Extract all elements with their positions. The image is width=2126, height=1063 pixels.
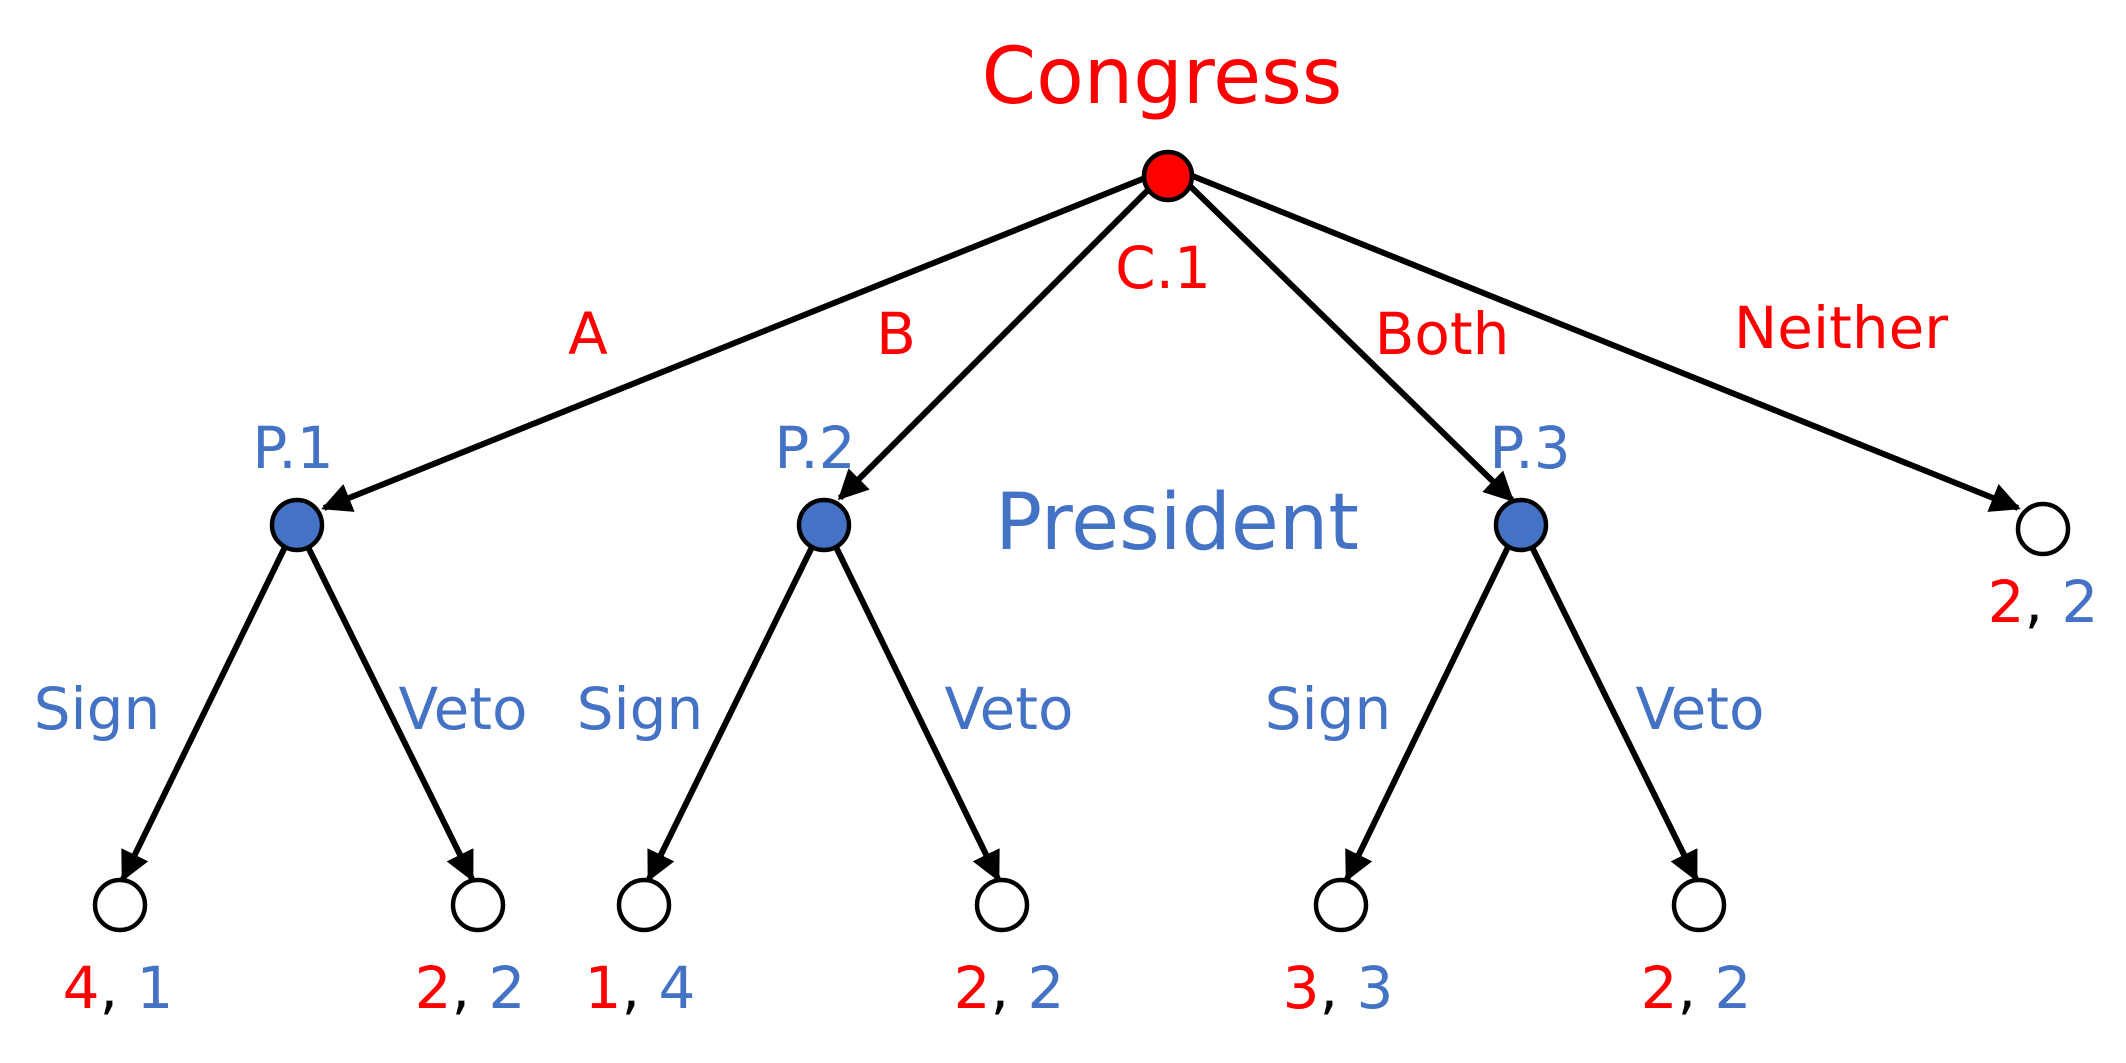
payoff-congress: 3: [1283, 954, 1320, 1022]
node-p2: [796, 497, 852, 553]
payoff-separator: ,: [2025, 568, 2062, 636]
terminal-both-sign: [1313, 877, 1369, 933]
action-label-neither: Neither: [1734, 294, 1948, 362]
payoff-congress: 2: [415, 954, 452, 1022]
edge-p3-sign: [1344, 545, 1511, 882]
payoff-president: 4: [658, 954, 695, 1022]
payoff-both-sign: 3, 3: [1283, 954, 1394, 1022]
payoff-separator: ,: [991, 954, 1028, 1022]
payoff-president: 2: [488, 954, 525, 1022]
node-label-p2: P.2: [774, 414, 855, 482]
terminal-a-sign: [92, 877, 148, 933]
payoff-congress: 4: [63, 954, 100, 1022]
edge-p2-veto: [833, 545, 1001, 882]
node-label-c1: C.1: [1115, 234, 1211, 302]
edge-c1-p3: [1187, 183, 1515, 503]
payoff-separator: ,: [100, 954, 137, 1022]
action-label-p3-veto: Veto: [1635, 675, 1764, 743]
player-label-president: President: [995, 478, 1359, 568]
payoff-president: 2: [2061, 568, 2098, 636]
payoff-congress: 2: [1988, 568, 2025, 636]
action-label-both: Both: [1375, 300, 1510, 368]
action-label-p3-sign: Sign: [1265, 675, 1392, 743]
payoff-president: 3: [1356, 954, 1393, 1022]
payoff-neither: 2, 2: [1988, 568, 2099, 636]
node-c1: [1141, 149, 1195, 203]
payoff-president: 2: [1027, 954, 1064, 1022]
payoff-congress: 2: [1641, 954, 1678, 1022]
node-p1: [269, 497, 325, 553]
edge-c1-p2: [837, 185, 1153, 501]
action-label-b: B: [876, 300, 916, 368]
payoff-a-veto: 2, 2: [415, 954, 526, 1022]
payoff-b-veto: 2, 2: [954, 954, 1065, 1022]
payoff-congress: 2: [954, 954, 991, 1022]
terminal-a-veto: [450, 877, 506, 933]
action-label-a: A: [568, 300, 608, 368]
edge-p1-sign: [120, 545, 288, 882]
payoff-president: 2: [1714, 954, 1751, 1022]
payoff-congress: 1: [585, 954, 622, 1022]
terminal-both-veto: [1671, 877, 1727, 933]
payoff-b-sign: 1, 4: [585, 954, 696, 1022]
payoff-both-veto: 2, 2: [1641, 954, 1752, 1022]
action-label-p1-veto: Veto: [398, 675, 527, 743]
payoff-president: 1: [136, 954, 173, 1022]
edge-c1-p1: [321, 173, 1152, 512]
edge-p3-veto: [1529, 545, 1699, 882]
edge-p1-veto: [305, 545, 475, 882]
edge-c1-neither: [1188, 172, 2021, 512]
terminal-b-veto: [974, 877, 1030, 933]
payoff-separator: ,: [622, 954, 659, 1022]
node-label-p3: P.3: [1489, 414, 1570, 482]
payoff-separator: ,: [1320, 954, 1357, 1022]
action-label-p1-sign: Sign: [34, 675, 161, 743]
action-label-p2-sign: Sign: [577, 675, 704, 743]
payoff-a-sign: 4, 1: [63, 954, 174, 1022]
node-p3: [1493, 497, 1549, 553]
action-label-p2-veto: Veto: [944, 675, 1073, 743]
edge-p2-sign: [646, 545, 815, 882]
player-label-congress: Congress: [982, 32, 1343, 122]
terminal-neither: [2015, 501, 2071, 557]
payoff-separator: ,: [1678, 954, 1715, 1022]
terminal-b-sign: [616, 877, 672, 933]
node-label-p1: P.1: [252, 414, 333, 482]
payoff-separator: ,: [452, 954, 489, 1022]
